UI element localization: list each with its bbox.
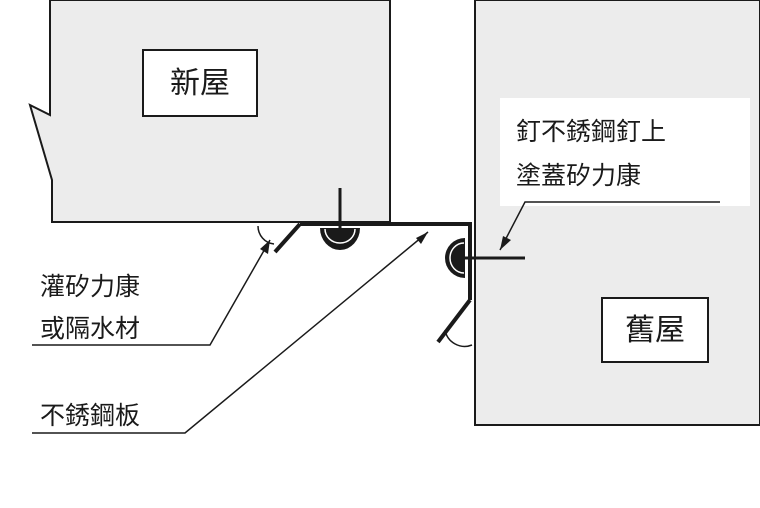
old-house-label-box (601, 297, 709, 363)
sealant-blob-bottom (320, 228, 360, 250)
arrowhead-screw-note (500, 236, 511, 250)
new-house-label-box (142, 49, 258, 117)
sealant-note-line1: 灌矽力康 (40, 272, 140, 301)
arrowhead-sealant-note (260, 240, 270, 254)
plate-note-label: 不銹鋼板 (40, 401, 140, 430)
sealant-blob-bottom-highlight (324, 228, 356, 244)
screw-note-background (500, 98, 750, 206)
sealant-blob-side (445, 238, 465, 278)
sealant-arc-right (444, 329, 473, 348)
sealant-note-line2: 或隔水材 (40, 314, 140, 343)
arrowhead-plate-note (416, 232, 428, 244)
sealant-blob-side-highlight (449, 242, 465, 274)
leader-screw-note (499, 201, 720, 251)
screw-note-line2: 塗蓋矽力康 (516, 161, 641, 190)
new-house-label: 新屋 (170, 66, 230, 101)
flashing-bent-tip-right (436, 298, 472, 344)
screw-note-line1: 釘不銹鋼釘上 (516, 117, 666, 146)
sealant-arc-left (257, 225, 275, 245)
stainless-plate-flashing (300, 222, 472, 300)
leader-sealant-note (32, 239, 271, 346)
leader-plate-note (32, 231, 429, 434)
flashing-bent-tip-left (273, 222, 302, 254)
old-house-label: 舊屋 (625, 313, 685, 348)
